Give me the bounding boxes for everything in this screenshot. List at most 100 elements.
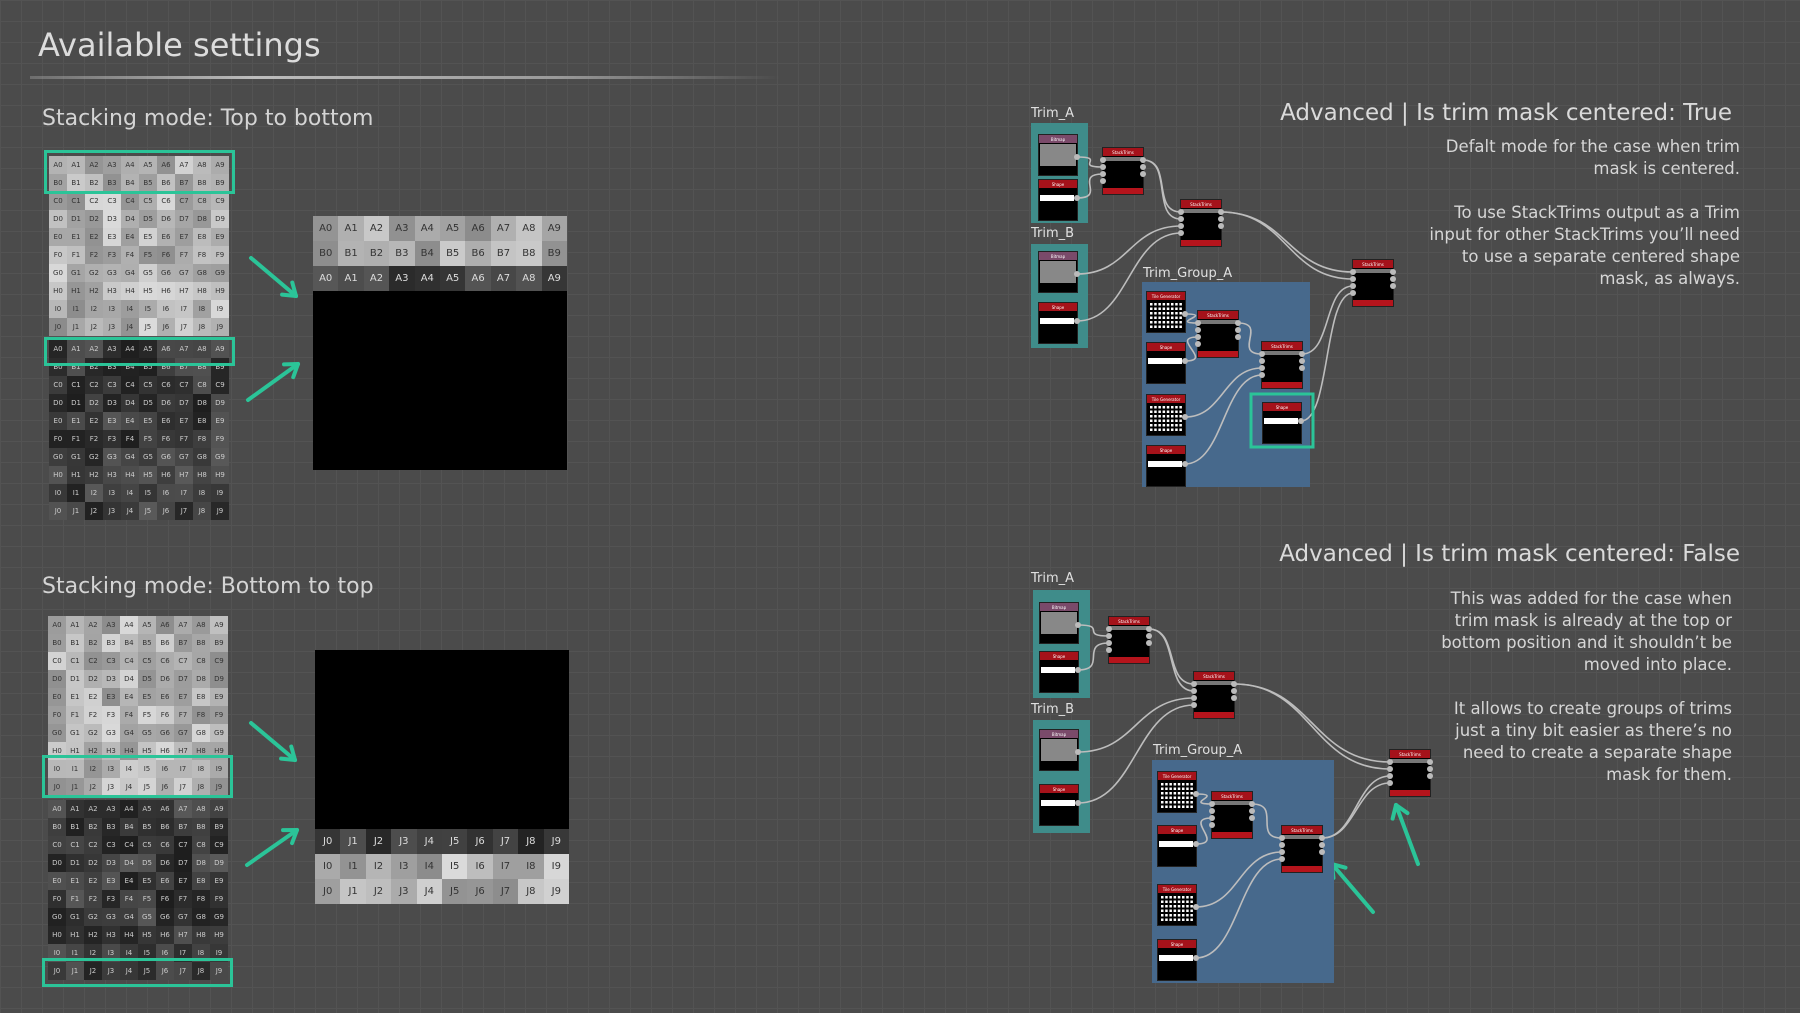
- grid-cell: H4: [121, 466, 139, 484]
- grid-cell: I8: [518, 854, 544, 879]
- grid-cell: A7: [490, 216, 517, 241]
- grid-cell: B7: [174, 634, 192, 652]
- grid-cell: A7: [490, 266, 517, 291]
- node-title: Shape: [1053, 787, 1066, 792]
- grid-cell: B4: [414, 241, 440, 266]
- grid-cell: J9: [543, 879, 569, 904]
- grid-cell: E8: [192, 872, 210, 890]
- grid-cell: I2: [84, 760, 102, 778]
- bitmap-node[interactable]: Bitmap: [1038, 134, 1080, 176]
- grid-cell: A0: [48, 800, 66, 818]
- grid-cell: J5: [441, 879, 468, 904]
- stack-node[interactable]: StackTrims: [1350, 259, 1396, 307]
- stack-node[interactable]: StackTrims: [1387, 749, 1433, 797]
- grid-cell: H0: [49, 466, 67, 484]
- grid-cell: B8: [193, 358, 211, 376]
- grid-cell: I1: [66, 944, 84, 962]
- grid-cell: J0: [315, 879, 341, 904]
- grid-cell: H6: [157, 282, 175, 300]
- grid-cell: D7: [175, 210, 193, 228]
- bitmap-node[interactable]: Bitmap: [1039, 602, 1081, 644]
- grid-cell: E7: [175, 412, 193, 430]
- grid-cell: A7: [175, 340, 193, 358]
- shape-node[interactable]: Shape: [1038, 179, 1080, 221]
- grid-cell: B3: [102, 634, 120, 652]
- grid-cell: E5: [138, 688, 156, 706]
- grid-cell: E2: [85, 412, 103, 430]
- connection-wire: [1300, 292, 1354, 422]
- grid-cell: F5: [138, 706, 156, 724]
- grid-cell: A2: [85, 340, 103, 358]
- grid-cell: J0: [49, 318, 67, 336]
- stack-node[interactable]: StackTrims: [1259, 341, 1305, 389]
- grid-cell: A0: [49, 340, 67, 358]
- node-title: Shape: [1052, 305, 1065, 310]
- shape-node[interactable]: Shape: [1157, 825, 1199, 867]
- tile-node[interactable]: Tile Generator: [1146, 394, 1188, 436]
- grid-cell: B6: [157, 174, 175, 192]
- grid-cell: D9: [211, 210, 229, 228]
- stack-node[interactable]: StackTrims: [1279, 825, 1325, 873]
- node-title: StackTrims: [1362, 262, 1384, 267]
- grid-cell: F4: [120, 890, 138, 908]
- grid-cell: F9: [211, 246, 229, 264]
- grid-cell: F9: [211, 430, 229, 448]
- grid-cell: E7: [175, 228, 193, 246]
- grid-cell: B7: [174, 818, 192, 836]
- node-title: Bitmap: [1052, 605, 1067, 610]
- grid-cell: C8: [192, 836, 210, 854]
- shape-node[interactable]: Shape: [1146, 342, 1188, 384]
- grid-cell: G1: [66, 724, 84, 742]
- grid-cell: I2: [85, 300, 103, 318]
- grid-cell: G8: [193, 264, 211, 282]
- grid-cell: H6: [156, 926, 174, 944]
- grid-cell: B8: [192, 818, 210, 836]
- shape-node[interactable]: Shape: [1262, 402, 1304, 444]
- stack-node[interactable]: StackTrims: [1100, 147, 1146, 195]
- grid-cell: B0: [49, 358, 67, 376]
- grid-cell: A6: [465, 266, 491, 291]
- grid-cell: A9: [210, 616, 228, 634]
- tile-node[interactable]: Tile Generator: [1146, 291, 1188, 333]
- shape-node[interactable]: Shape: [1038, 302, 1080, 344]
- grid-cell: C8: [193, 192, 211, 210]
- grid-cell: H7: [175, 282, 193, 300]
- stack-node[interactable]: StackTrims: [1195, 310, 1241, 358]
- grid-cell: H9: [211, 466, 229, 484]
- grid-cell: C0: [48, 836, 66, 854]
- tile-node[interactable]: Tile Generator: [1157, 884, 1199, 926]
- connection-wire: [1076, 232, 1182, 322]
- shape-node[interactable]: Shape: [1039, 651, 1081, 693]
- shape-node[interactable]: Shape: [1157, 939, 1199, 981]
- shape-node[interactable]: Shape: [1039, 784, 1081, 826]
- grid-cell: J5: [441, 829, 468, 854]
- grid-cell: C1: [67, 376, 85, 394]
- grid-cell: A4: [120, 616, 138, 634]
- grid-cell: D6: [157, 394, 175, 412]
- stack-node[interactable]: StackTrims: [1178, 199, 1224, 247]
- grid-cell: E1: [67, 228, 85, 246]
- bitmap-node[interactable]: Bitmap: [1039, 729, 1081, 771]
- grid-cell: C7: [175, 376, 193, 394]
- grid-cell: A4: [414, 266, 440, 291]
- stack-node[interactable]: StackTrims: [1209, 791, 1255, 839]
- connection-wire: [1184, 313, 1199, 324]
- grid-cell: J1: [67, 318, 85, 336]
- grid-cell: B3: [102, 818, 120, 836]
- bitmap-node[interactable]: Bitmap: [1038, 251, 1080, 293]
- shape-node[interactable]: Shape: [1146, 445, 1188, 487]
- grid-cell: G1: [67, 448, 85, 466]
- grid-cell: E9: [211, 412, 229, 430]
- grid-cell: I1: [340, 854, 366, 879]
- grid-cell: G0: [48, 724, 66, 742]
- page-title: Available settings: [38, 26, 321, 64]
- stack-node[interactable]: StackTrims: [1106, 616, 1152, 664]
- grid-cell: H5: [139, 466, 157, 484]
- grid-cell: F5: [138, 890, 156, 908]
- node-title: StackTrims: [1190, 202, 1212, 207]
- grid-cell: F3: [103, 246, 121, 264]
- tile-node[interactable]: Tile Generator: [1157, 771, 1199, 813]
- stack-node[interactable]: StackTrims: [1191, 671, 1237, 719]
